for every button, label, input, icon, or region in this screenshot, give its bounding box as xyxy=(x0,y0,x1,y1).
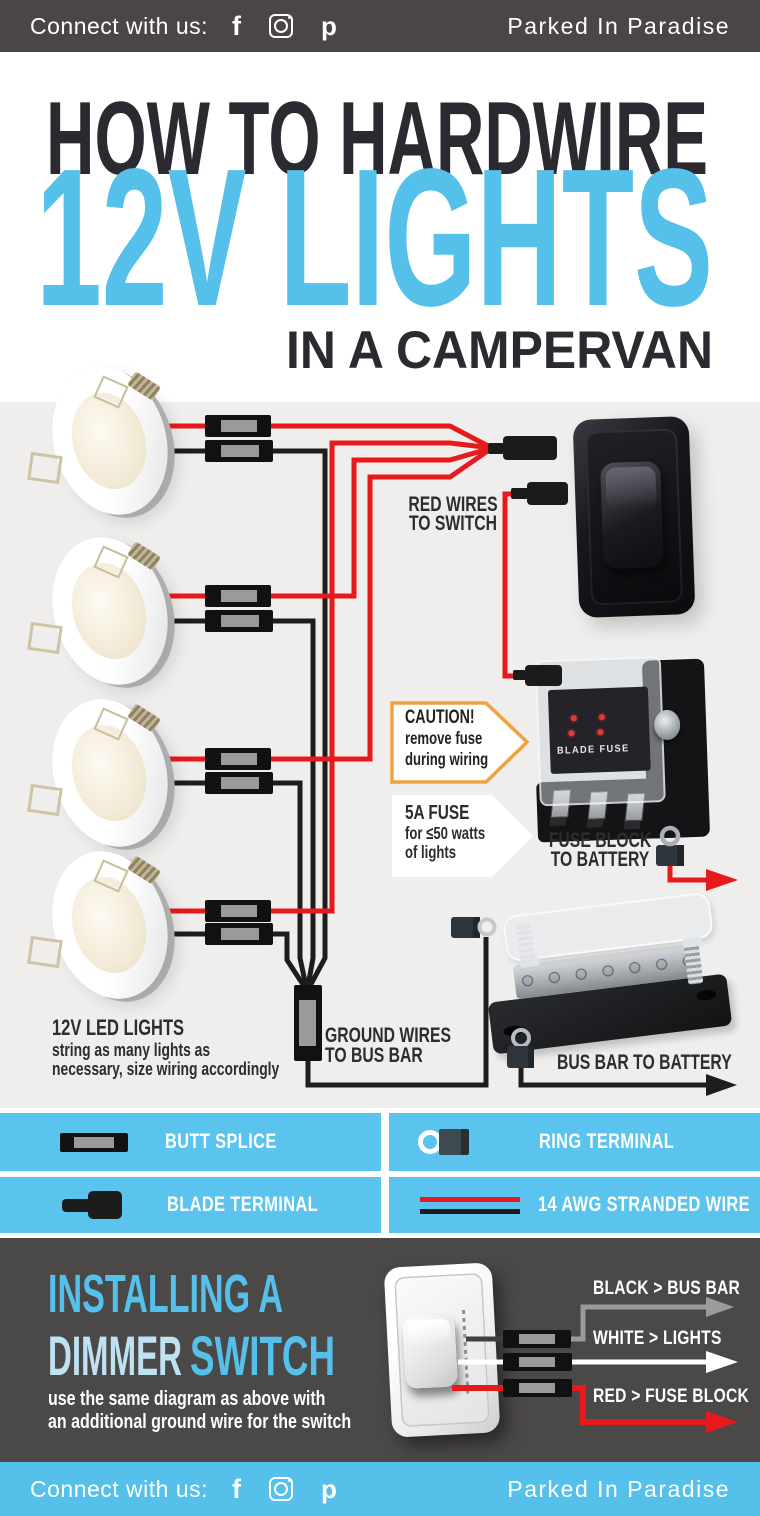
caution-label: CAUTION! remove fuse during wiring xyxy=(405,707,489,769)
pinterest-icon[interactable]: p xyxy=(321,11,337,41)
fuse-rating-label: 5A FUSE for ≤50 watts of lights xyxy=(405,801,486,862)
legend-item-stranded-wire: 14 AWG STRANDED WIRE xyxy=(389,1177,760,1233)
red-fuseblock-label: RED > FUSE BLOCK xyxy=(593,1385,749,1407)
facebook-icon[interactable]: f xyxy=(232,1473,242,1504)
gray-arrowhead xyxy=(706,1297,734,1317)
ground-wires-label: GROUND WIRES TO BUS BAR xyxy=(325,1024,451,1067)
title-block: HOW TO HARDWIRE 12V LIGHTS IN A CAMPERVA… xyxy=(0,52,760,402)
legend: BUTT SPLICE RING TERMINAL BLADE TERMINAL… xyxy=(0,1108,760,1238)
instagram-icon[interactable] xyxy=(269,14,294,38)
ring-terminal-fuse xyxy=(656,825,684,866)
butt-splice-windows xyxy=(221,420,316,1046)
caution-callout-shape xyxy=(390,701,530,784)
top-bar: Connect with us: f p Parked In Paradise xyxy=(0,0,760,52)
stranded-wire-icon xyxy=(420,1196,520,1214)
dimmer-section: INSTALLING A DIMMER SWITCH use the same … xyxy=(0,1238,760,1462)
social-icons: f p xyxy=(232,10,337,41)
butt-splice-icon xyxy=(60,1132,128,1152)
ring-terminal-busbar xyxy=(451,917,497,938)
red-to-fuse-wire xyxy=(572,1385,706,1425)
blade-terminal-switch-in xyxy=(488,436,557,460)
dimmer-heading-art: INSTALLING A DIMMER SWITCH xyxy=(48,1264,335,1387)
white-lights-label: WHITE > LIGHTS xyxy=(593,1327,722,1349)
red-arrowhead xyxy=(706,1411,738,1433)
fuse-to-battery-wire xyxy=(667,866,706,883)
legend-item-ring-terminal: RING TERMINAL xyxy=(389,1113,760,1171)
black-arrowhead xyxy=(706,1074,737,1096)
footer-bar: Connect with us: f p Parked In Paradise xyxy=(0,1462,760,1516)
social-icons: f p xyxy=(232,1473,337,1504)
ground-to-busbar-wire xyxy=(305,937,489,1088)
wiring-diagram: BLADE FUSE xyxy=(0,353,760,1108)
title-line-3: IN A CAMPERVAN xyxy=(286,321,713,380)
blade-terminal-icon xyxy=(62,1191,122,1219)
led-lights-label: 12V LED LIGHTS string as many lights as … xyxy=(52,1015,280,1079)
black-busbar-label: BLACK > BUS BAR xyxy=(593,1277,741,1299)
title-art: HOW TO HARDWIRE 12V LIGHTS IN A CAMPERVA… xyxy=(36,81,713,380)
title-line-2: 12V LIGHTS xyxy=(36,128,713,347)
wire-layer-over xyxy=(305,482,738,1096)
blade-terminal-fuse-in xyxy=(513,665,562,686)
white-arrowhead xyxy=(706,1351,738,1373)
red-arrowhead xyxy=(706,869,738,891)
blade-terminal-switch-out xyxy=(511,482,568,505)
legend-item-butt-splice: BUTT SPLICE xyxy=(0,1113,381,1171)
wire-layer-under xyxy=(135,415,557,1061)
fuse-block-battery-label: FUSE BLOCK TO BATTERY xyxy=(548,829,652,871)
brand-name: Parked In Paradise xyxy=(507,12,730,39)
legend-item-blade-terminal: BLADE TERMINAL xyxy=(0,1177,381,1233)
dimmer-subtext: use the same diagram as above with an ad… xyxy=(48,1388,352,1433)
busbar-battery-label: BUS BAR TO BATTERY xyxy=(557,1051,732,1074)
black-to-busbar-wire xyxy=(571,1304,706,1342)
dimmer-heading-line-2: DIMMER SWITCH xyxy=(48,1324,335,1387)
switch-to-fuse-wire xyxy=(502,491,520,679)
brand-name: Parked In Paradise xyxy=(507,1475,730,1502)
pinterest-icon[interactable]: p xyxy=(321,1474,337,1504)
red-wires-label: RED WIRES TO SWITCH xyxy=(408,493,498,535)
title-line-1: HOW TO HARDWIRE xyxy=(46,81,708,197)
fuse-callout-shape xyxy=(392,795,533,877)
dimmer-splice-windows xyxy=(519,1334,555,1393)
connect-label: Connect with us: xyxy=(30,12,209,39)
ring-terminal-icon xyxy=(418,1129,469,1155)
dimmer-wire-layer xyxy=(452,1297,738,1433)
connect-label: Connect with us: xyxy=(30,1475,209,1502)
facebook-icon[interactable]: f xyxy=(232,10,242,41)
dimmer-heading-line-1: INSTALLING A xyxy=(48,1264,283,1324)
instagram-icon[interactable] xyxy=(269,1477,294,1501)
busbar-to-battery-wire xyxy=(518,1068,706,1088)
ring-terminal-battery xyxy=(507,1028,534,1068)
